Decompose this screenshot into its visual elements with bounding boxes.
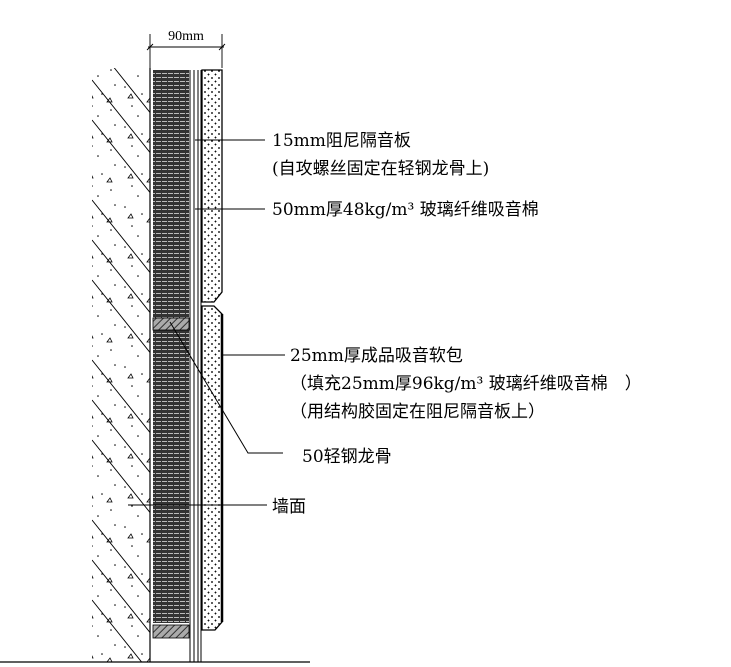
leader-steel-keel (169, 321, 283, 454)
concrete-wall (92, 68, 151, 662)
label-soft-pack-fill: （填充25mm厚96kg/m³ 玻璃纤维吸音棉 ） (290, 374, 642, 394)
leader-lines (128, 139, 285, 506)
glass-wool-layer (153, 70, 189, 623)
label-wall: 墙面 (272, 497, 306, 517)
label-glass-wool: 50mm厚48kg/m³ 玻璃纤维吸音棉 (272, 200, 539, 220)
dimension-label: 90mm (168, 29, 204, 44)
soft-pack-panel (201, 69, 224, 631)
label-soft-pack-fix: （用结构胶固定在阻尼隔音板上） (290, 402, 545, 422)
label-damping-board: 15mm阻尼隔音板 (272, 131, 411, 151)
damping-board (189, 70, 202, 662)
label-soft-pack: 25mm厚成品吸音软包 (290, 346, 463, 366)
label-damping-board-note: (自攻螺丝固定在轻钢龙骨上) (272, 159, 489, 179)
dimension-90mm (146, 34, 226, 68)
label-steel-keel: 50轻钢龙骨 (302, 447, 392, 467)
